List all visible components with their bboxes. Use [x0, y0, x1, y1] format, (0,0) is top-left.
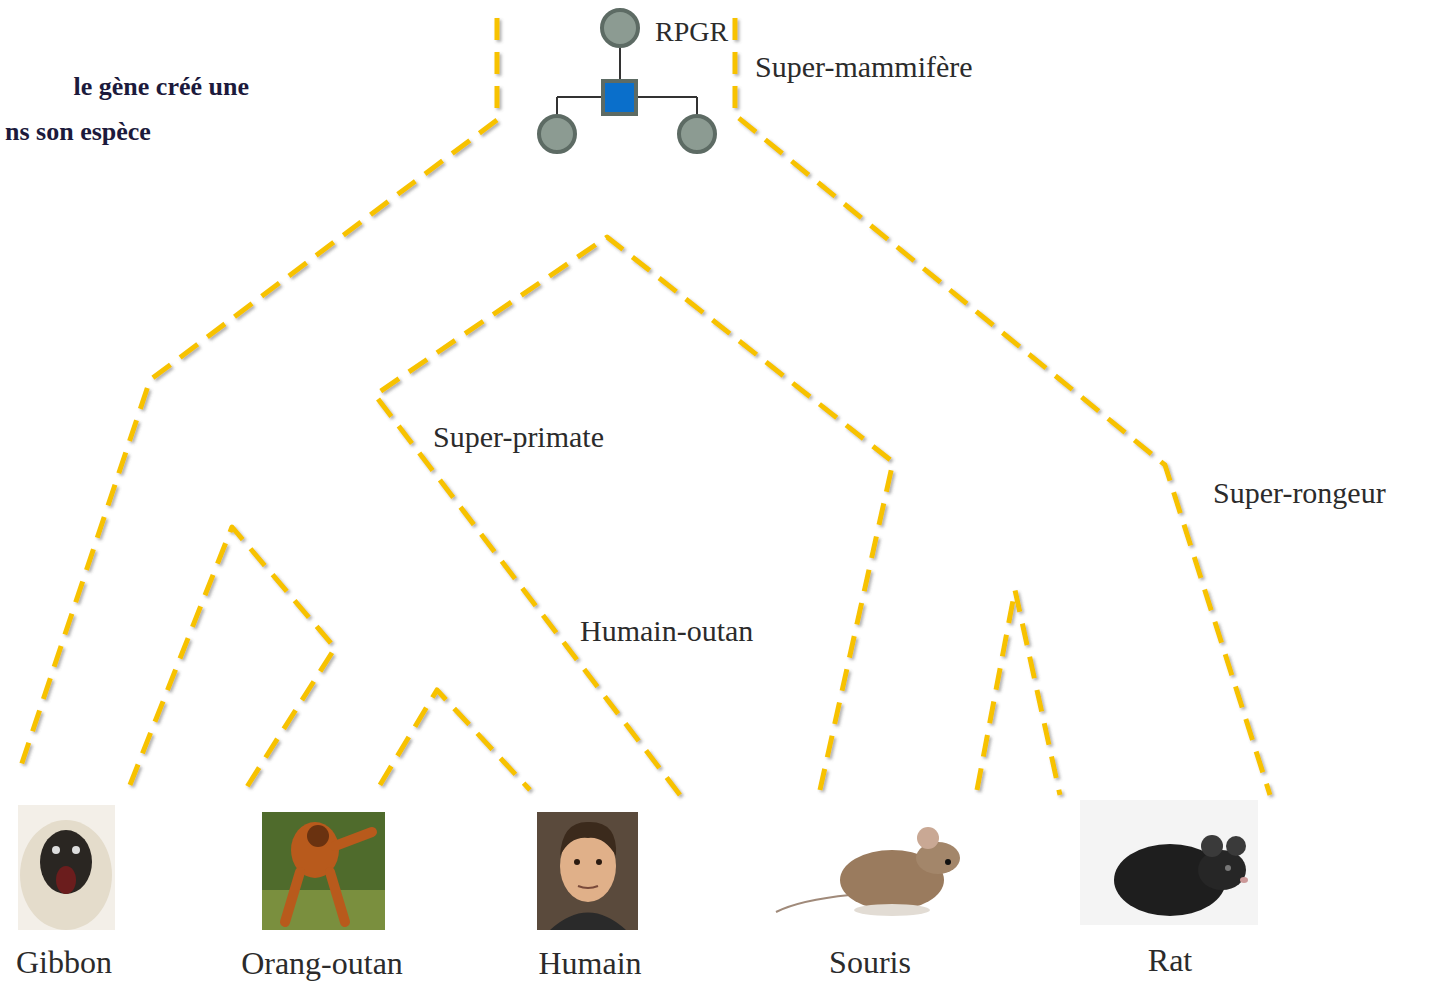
gibbon-picture: [18, 805, 115, 930]
species-tree-tube: [18, 18, 1270, 795]
ancestor-label: Super-mammifère: [752, 50, 976, 85]
mouse-picture: [776, 827, 960, 916]
species-name: Orang-outan: [238, 945, 406, 982]
ancestor-label: Humain-outan: [577, 614, 756, 649]
species-name: Rat: [1145, 942, 1195, 979]
ancestor-label: Super-primate: [430, 420, 607, 455]
species-name: Gibbon: [13, 944, 115, 981]
note-text: le gène créé une: [71, 72, 252, 102]
orangutan-picture: [262, 812, 385, 930]
species-name: Souris: [826, 944, 914, 981]
ancestor-label: Super-rongeur: [1210, 476, 1389, 511]
gene-name: RPGR: [652, 16, 731, 48]
human-picture: [537, 812, 638, 930]
species-name: Humain: [535, 945, 644, 982]
note-text: ns son espèce: [2, 117, 154, 147]
rat-picture: [1080, 800, 1258, 925]
